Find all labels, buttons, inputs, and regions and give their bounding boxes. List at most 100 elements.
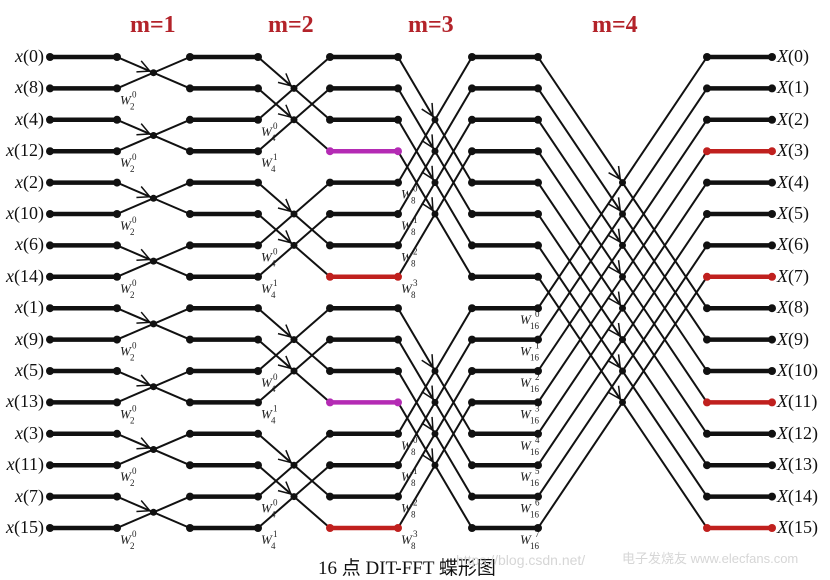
crossing-node xyxy=(619,210,626,218)
node-dot xyxy=(326,398,334,407)
node-dot xyxy=(186,367,194,375)
twiddle-exponent: 0 xyxy=(535,309,540,319)
node-dot xyxy=(113,429,121,438)
arrow-icon xyxy=(136,185,152,199)
node-dot xyxy=(186,147,194,156)
node-dot xyxy=(186,178,194,187)
twiddle-exponent: 4 xyxy=(535,435,540,445)
crossing-node xyxy=(431,398,439,406)
twiddle-label: W xyxy=(120,155,132,170)
output-label: X(15) xyxy=(777,517,818,537)
twiddle-exponent: 1 xyxy=(273,152,278,162)
twiddle-subscript: 2 xyxy=(130,541,135,551)
arrow-icon xyxy=(608,260,622,275)
node-dot xyxy=(186,429,194,438)
node-dot xyxy=(703,84,711,93)
twiddle-exponent: 0 xyxy=(273,372,278,382)
node-dot xyxy=(113,178,121,187)
node-dot xyxy=(254,178,262,187)
arrow-icon xyxy=(421,354,434,369)
arrow-icon xyxy=(421,102,434,118)
node-dot xyxy=(254,210,262,218)
twiddle-subscript: 16 xyxy=(530,353,540,363)
arrow-icon xyxy=(421,165,434,181)
output-label: X(13) xyxy=(777,454,818,475)
arrow-icon xyxy=(277,230,293,244)
node-dot xyxy=(394,241,402,250)
node-dot xyxy=(468,524,476,532)
input-label: x(2) xyxy=(15,171,44,192)
twiddle-subscript: 4 xyxy=(271,415,276,425)
node-dot xyxy=(394,398,402,407)
node-dot xyxy=(468,335,476,344)
node-dot xyxy=(394,429,402,438)
node-dot xyxy=(534,272,542,281)
crossing-node xyxy=(150,320,157,328)
output-label: X(12) xyxy=(777,422,818,443)
node-dot xyxy=(326,53,334,61)
twiddle-subscript: 8 xyxy=(411,290,416,300)
node-dot xyxy=(394,178,402,187)
twiddle-exponent: 0 xyxy=(413,184,418,194)
node-dot xyxy=(768,429,776,438)
output-label: X(8) xyxy=(777,297,809,318)
twiddle-subscript: 4 xyxy=(271,258,276,268)
node-dot xyxy=(534,115,542,124)
crossing-node xyxy=(290,336,298,344)
twiddle-exponent: 3 xyxy=(413,278,418,288)
node-dot xyxy=(326,147,334,156)
node-dot xyxy=(468,241,476,250)
twiddle-label: W xyxy=(261,532,273,547)
node-dot xyxy=(113,304,121,313)
crossing-node xyxy=(619,273,626,281)
node-dot xyxy=(768,84,776,93)
node-dot xyxy=(468,367,476,375)
node-dot xyxy=(326,429,334,438)
input-label: x(12) xyxy=(6,140,44,161)
node-dot xyxy=(113,53,121,61)
node-dot xyxy=(703,429,711,438)
node-dot xyxy=(186,84,194,93)
twiddle-exponent: 3 xyxy=(535,403,540,413)
input-label: x(0) xyxy=(15,46,44,66)
twiddle-subscript: 4 xyxy=(271,290,276,300)
node-dot xyxy=(326,115,334,124)
output-label: X(11) xyxy=(777,391,818,412)
arrow-icon xyxy=(421,134,434,150)
node-dot xyxy=(326,178,334,187)
node-dot xyxy=(186,461,194,470)
twiddle-label: W xyxy=(120,469,132,484)
crossing-node xyxy=(431,147,439,155)
arrow-icon xyxy=(608,165,622,181)
twiddle-exponent: 0 xyxy=(132,152,137,162)
arrow-icon xyxy=(608,197,622,213)
node-dot xyxy=(46,84,54,93)
node-dot xyxy=(113,524,121,532)
arrow-icon xyxy=(277,481,293,496)
node-dot xyxy=(468,272,476,281)
node-dot xyxy=(186,272,194,281)
crossing-node xyxy=(290,461,298,469)
crossing-node xyxy=(619,398,626,406)
node-dot xyxy=(46,492,54,501)
arrow-icon xyxy=(136,499,152,513)
node-dot xyxy=(326,210,334,218)
crossing-node xyxy=(150,132,157,139)
node-dot xyxy=(186,115,194,124)
crossing-node xyxy=(431,210,439,218)
node-dot xyxy=(186,304,194,313)
twiddle-label: W xyxy=(520,469,532,484)
node-dot xyxy=(326,241,334,250)
twiddle-subscript: 16 xyxy=(530,415,540,425)
node-dot xyxy=(703,115,711,124)
node-dot xyxy=(186,335,194,344)
arrow-icon xyxy=(608,228,622,244)
twiddle-subscript: 4 xyxy=(271,384,276,394)
twiddle-label: W xyxy=(401,218,413,233)
node-dot xyxy=(254,115,262,124)
stage-label-m3: m=3 xyxy=(408,12,454,38)
node-dot xyxy=(326,84,334,93)
node-dot xyxy=(468,461,476,470)
node-dot xyxy=(46,367,54,375)
